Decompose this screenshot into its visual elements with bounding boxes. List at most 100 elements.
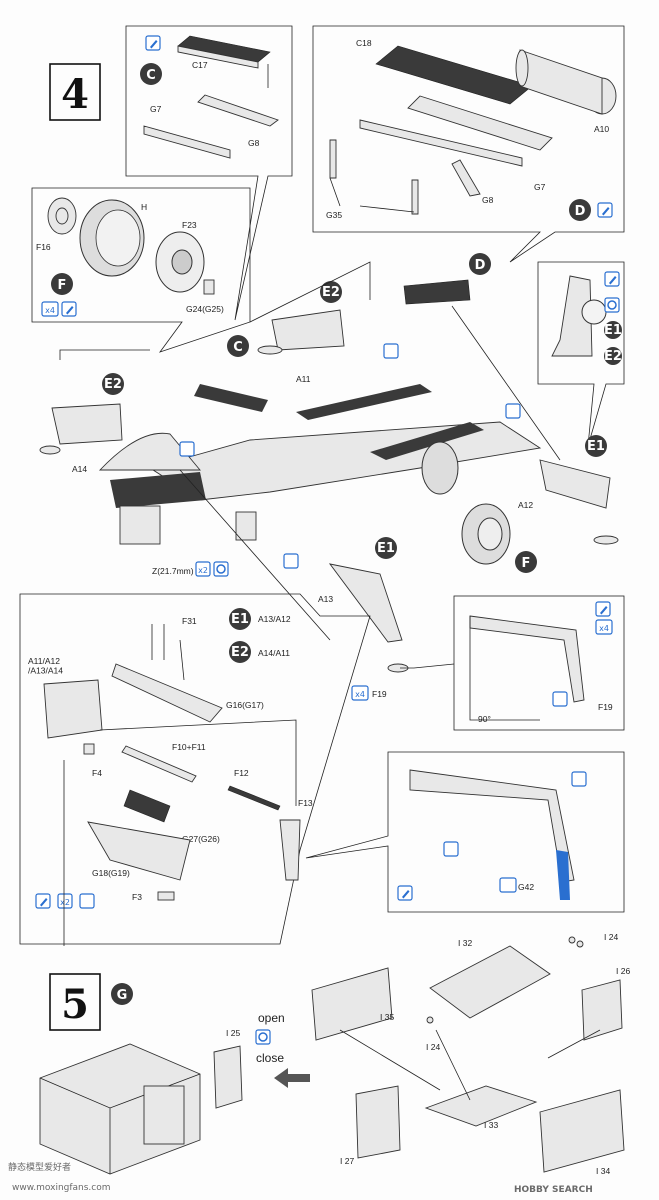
part-i35-panel xyxy=(311,967,393,1041)
part-f23-hub xyxy=(155,231,205,293)
label-i35: I 35 xyxy=(380,1012,394,1022)
cement-icon xyxy=(179,441,195,457)
label-g27: G27(G26) xyxy=(182,834,220,844)
assembly-e1-badge: E1 xyxy=(604,321,622,339)
part-f4 xyxy=(83,743,95,755)
part-i25-door xyxy=(213,1045,243,1109)
qty-x2-icon: x2 xyxy=(57,893,73,909)
label-i32: I 32 xyxy=(458,938,472,948)
svg-text:F: F xyxy=(522,556,531,571)
part-a-bracket xyxy=(43,679,103,739)
rotate-icon xyxy=(255,1029,271,1045)
guide-lines xyxy=(339,1029,601,1101)
label-z: Z(21.7mm) xyxy=(152,566,194,576)
leader xyxy=(329,177,415,213)
part-g27 xyxy=(123,789,171,823)
glue-icon xyxy=(145,35,161,51)
part-a10 xyxy=(515,49,617,115)
qty-x4-icon: x4 xyxy=(41,301,59,317)
assembly-e2-badge: E2 xyxy=(102,373,124,395)
label-i26: I 26 xyxy=(616,966,630,976)
cement-icon xyxy=(79,893,95,909)
svg-text:E2: E2 xyxy=(604,349,622,364)
cement-icon xyxy=(443,841,459,857)
label-a-group: A11/A12/A13/A14 xyxy=(28,656,63,675)
rotate-icon xyxy=(604,297,620,313)
svg-text:E1: E1 xyxy=(231,612,249,627)
part-c17 xyxy=(177,35,271,69)
step5-box xyxy=(49,973,101,1031)
assembly-d-badge: D xyxy=(569,199,591,221)
svg-text:x2: x2 xyxy=(198,566,208,575)
label-angle: 90° xyxy=(478,714,491,724)
assembly-e1-badge: E1 xyxy=(375,537,397,559)
label-a14: A14 xyxy=(72,464,87,474)
step4-box xyxy=(49,63,101,121)
part-f19-arm xyxy=(469,615,585,721)
part-a12 xyxy=(539,459,619,545)
label-g18: G18(G19) xyxy=(92,868,130,878)
glue-icon xyxy=(397,885,413,901)
label-g8: G8 xyxy=(248,138,260,148)
label-f13: F13 xyxy=(298,798,313,808)
label-f19b: F19 xyxy=(598,702,613,712)
glue-icon xyxy=(61,301,77,317)
label-i24a: I 24 xyxy=(604,932,618,942)
step5-number: 5 xyxy=(61,981,89,1028)
svg-text:x4: x4 xyxy=(355,690,365,699)
part-f12 xyxy=(227,785,281,811)
svg-text:E1: E1 xyxy=(377,541,395,556)
label-a11: A11 xyxy=(296,374,311,384)
part-c18 xyxy=(375,45,533,105)
svg-text:x2: x2 xyxy=(60,898,70,907)
step4-number: 4 xyxy=(61,71,89,118)
part-f31-pins xyxy=(151,624,185,681)
label-g7: G7 xyxy=(150,104,162,114)
glue-icon xyxy=(35,893,51,909)
svg-text:F: F xyxy=(58,278,67,293)
label-e1-map: A13/A12 xyxy=(258,614,291,624)
label-a10: A10 xyxy=(594,124,609,134)
glue-icon xyxy=(604,271,620,287)
label-f10: F10+F11 xyxy=(172,742,206,752)
svg-text:E2: E2 xyxy=(104,377,122,392)
part-a11 xyxy=(257,309,345,355)
part-g24 xyxy=(203,279,215,295)
part-g35 xyxy=(329,139,419,215)
shelter-box xyxy=(39,1043,201,1175)
label-i24b: I 24 xyxy=(426,1042,440,1052)
direction-arrow xyxy=(274,1068,310,1088)
callout-f-frame xyxy=(31,187,251,353)
glue-icon xyxy=(597,202,613,218)
label-g35: G35 xyxy=(326,210,342,220)
assembly-d-badge: D xyxy=(469,253,491,275)
assembly-e2-badge: E2 xyxy=(604,347,622,365)
assembly-g-badge: G xyxy=(111,983,133,1005)
hinge-open-label: open xyxy=(258,1011,285,1025)
svg-text:E1: E1 xyxy=(604,323,622,338)
part-i27-side xyxy=(355,1085,401,1159)
svg-text:x4: x4 xyxy=(45,306,55,315)
label-c17: C17 xyxy=(192,60,208,70)
label-e2-map: A14/A11 xyxy=(258,648,290,658)
assembly-e1-badge: E1 xyxy=(229,608,251,630)
part-i24-bolts xyxy=(426,936,584,1024)
part-i33-frame xyxy=(424,1085,538,1127)
leader xyxy=(400,663,455,669)
assembly-f-badge: F xyxy=(51,273,73,295)
cement-icon xyxy=(571,771,587,787)
part-f13 xyxy=(279,819,301,881)
svg-text:x4: x4 xyxy=(599,624,609,633)
label-g8b: G8 xyxy=(482,195,494,205)
svg-text:E1: E1 xyxy=(587,439,605,454)
label-i25: I 25 xyxy=(226,1028,240,1038)
label-i33: I 33 xyxy=(484,1120,498,1130)
glue-icon xyxy=(595,601,611,617)
trailer-deck xyxy=(98,384,542,545)
part-i26-door xyxy=(581,979,623,1041)
cement-icon xyxy=(505,403,521,419)
qty-x4-icon: x4 xyxy=(595,619,613,635)
watermark-brand: HOBBY SEARCH xyxy=(514,1185,593,1195)
assembly-e2-badge: E2 xyxy=(229,641,251,663)
